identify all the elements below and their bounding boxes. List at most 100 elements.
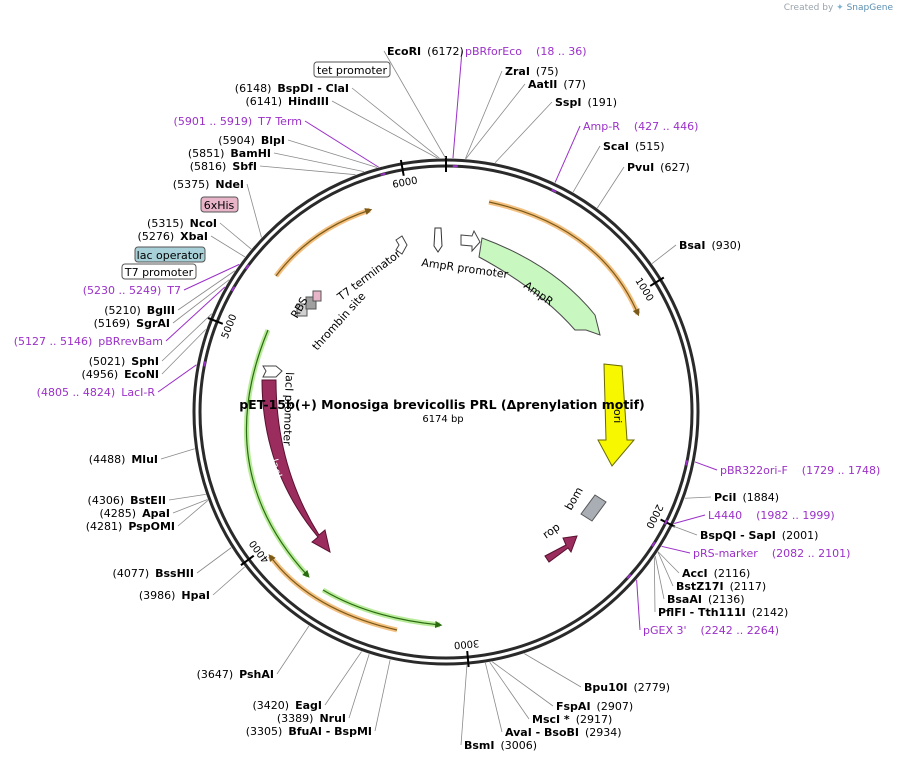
enzyme-position: (5816)	[190, 160, 227, 173]
enzyme-name: BsaI	[679, 239, 705, 252]
enzyme-leader	[276, 625, 310, 675]
t7-promoter-tag: T7 promoter	[121, 263, 197, 280]
primer-label: pGEX 3'(2242 .. 2264)	[643, 624, 779, 637]
amp-r-promoter-feature	[460, 229, 481, 253]
enzyme-name: PflFI - Tth111I	[658, 606, 746, 619]
enzyme-label: ScaI(515)	[603, 140, 665, 153]
enzyme-label: FspAI(2907)	[556, 700, 633, 713]
enzyme-label: SspI (191)	[555, 96, 617, 109]
primer-label: L4440(1982 .. 1999)	[708, 509, 835, 522]
enzyme-position: (1884)	[742, 491, 779, 504]
primer-leader	[452, 50, 463, 159]
map-title: pET-15b(+) Monosiga brevicollis PRL (Δpr…	[239, 397, 645, 412]
enzyme-position: (77)	[563, 78, 586, 91]
ori-feature	[597, 363, 636, 467]
enzyme-position: (627)	[660, 161, 690, 174]
enzyme-leader	[489, 661, 530, 720]
tet-promoter-feature	[433, 227, 443, 253]
enzyme-position: (2779)	[634, 681, 671, 694]
enzyme-position: (4285)	[100, 507, 137, 520]
orf-arc-top-right-line	[488, 201, 640, 317]
primer-label: pBRforEco(18 .. 36)	[465, 45, 587, 58]
enzyme-label: MscI * (2917)	[532, 713, 612, 726]
enzyme-position: (4077)	[113, 567, 150, 580]
lac-operator-tag-text: lac operator	[137, 249, 204, 262]
primer-labels: pBRforEco(18 .. 36)Amp-R(427 .. 446)pBR3…	[14, 45, 881, 637]
enzyme-leader	[210, 235, 246, 258]
enzyme-position: (6148)	[235, 82, 272, 95]
primer-range: (1729 .. 1748)	[802, 464, 881, 477]
enzyme-leader	[287, 139, 378, 168]
enzyme-position: (191)	[587, 96, 617, 109]
enzyme-leader	[492, 661, 554, 707]
bom-label: bom	[562, 485, 585, 513]
his-tag-tag: 6xHis	[200, 196, 239, 213]
enzyme-label: (4281)PspOMI	[86, 520, 175, 533]
laci-promoter-feature	[262, 365, 283, 378]
enzyme-position: (3420)	[253, 699, 290, 712]
enzyme-name: EcoNI	[124, 368, 159, 381]
enzyme-name: BamHI	[230, 147, 271, 160]
enzyme-label: PciI(1884)	[714, 491, 779, 504]
enzyme-label: PflFI - Tth111I(2142)	[658, 606, 788, 619]
enzyme-leader	[524, 653, 582, 688]
enzyme-label: BsaI (930)	[679, 239, 741, 252]
primer-name: L4440	[708, 509, 742, 522]
enzyme-name: AvaI - BsoBI	[505, 726, 579, 739]
orf-arc-bottom-orange	[267, 554, 398, 633]
enzyme-leader	[494, 101, 553, 164]
orf-arc-bottom-green	[321, 587, 441, 628]
primer-name: pBRrevBam	[98, 335, 163, 348]
enzyme-name: BstZ17I	[676, 580, 724, 593]
enzyme-name: NdeI	[215, 178, 244, 191]
enzyme-name: SspI	[555, 96, 581, 109]
enzyme-name: BglII	[147, 304, 175, 317]
enzyme-label: (3389)NruI	[277, 712, 346, 725]
enzyme-leader	[657, 551, 674, 587]
enzyme-position: (5169)	[94, 317, 131, 330]
tick-label: 1000	[632, 276, 655, 303]
enzyme-label: BsmI(3006)	[464, 739, 537, 752]
enzyme-label: (6148) BspDI - ClaI	[235, 82, 349, 95]
enzyme-label: (5375)NdeI	[173, 178, 244, 191]
enzyme-label: (4285) ApaI	[100, 507, 170, 520]
enzyme-leader	[212, 566, 245, 596]
enzyme-name: BsaAI	[667, 593, 702, 606]
enzyme-name: ZraI	[505, 65, 530, 78]
primer-leader	[157, 364, 197, 393]
enzyme-position: (930)	[711, 239, 741, 252]
primer-leader	[183, 263, 240, 291]
tick-mark-2000	[660, 518, 676, 528]
enzyme-name: BspDI - ClaI	[277, 82, 349, 95]
enzyme-leader	[172, 499, 208, 514]
enzyme-position: (2001)	[782, 529, 819, 542]
primer-name: LacI-R	[121, 386, 155, 399]
enzyme-name: ApaI	[142, 507, 170, 520]
enzyme-name: NcoI	[190, 217, 217, 230]
primer-range: (18 .. 36)	[536, 45, 587, 58]
enzyme-leader	[177, 270, 236, 311]
enzyme-label: (3305)BfuAI - BspMI	[246, 725, 372, 738]
enzyme-name: MluI	[131, 453, 158, 466]
rop-feature	[544, 535, 578, 563]
label-leaders	[157, 50, 718, 746]
enzyme-leader	[196, 547, 232, 574]
enzyme-position: (2917)	[576, 713, 613, 726]
orf-arc-left-line	[245, 329, 310, 578]
primer-mark	[245, 264, 250, 270]
ori-label: ori	[611, 409, 624, 423]
enzyme-leader	[654, 555, 665, 600]
t7-promoter-tag-text: T7 promoter	[124, 266, 194, 279]
enzyme-label: (5276)XbaI	[138, 230, 208, 243]
primer-mark	[651, 541, 656, 547]
enzyme-position: (2907)	[597, 700, 634, 713]
tet-promoter-tag-text: tet promoter	[317, 64, 387, 77]
tet-promoter-tag: tet promoter	[313, 61, 391, 78]
primer-leader	[674, 514, 706, 524]
enzyme-name: MscI *	[532, 713, 570, 726]
enzyme-label: (5210)BglII	[104, 304, 175, 317]
primer-mark	[380, 172, 386, 176]
primer-leader	[304, 120, 379, 168]
tick-mark-1000	[649, 276, 665, 287]
enzyme-name: HindIII	[288, 95, 329, 108]
